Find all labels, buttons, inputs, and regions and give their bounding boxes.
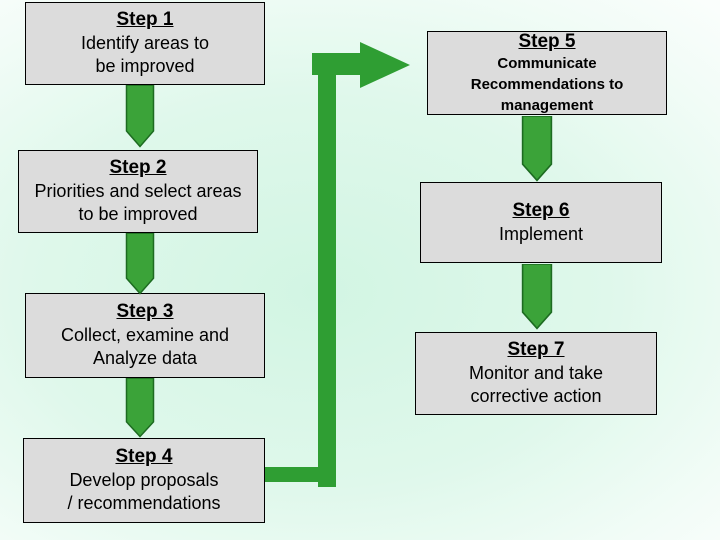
- down-arrow-icon: [521, 264, 553, 330]
- elbow-right-arrow-icon: [265, 42, 410, 487]
- step-7-title: Step 7: [507, 339, 565, 361]
- step-3-body: Collect, examine and Analyze data: [60, 324, 230, 369]
- down-arrow-icon: [125, 85, 155, 148]
- down-arrow-icon: [125, 233, 155, 295]
- step-2-body: Priorities and select areas to be improv…: [34, 180, 242, 225]
- down-arrow-icon: [125, 378, 155, 438]
- step-2-title: Step 2: [109, 157, 167, 179]
- step-4-title: Step 4: [115, 446, 173, 468]
- step-3-title: Step 3: [116, 301, 174, 323]
- step-7-body: Monitor and take corrective action: [468, 362, 604, 407]
- step-5-body: Communicate Recommendations to managemen…: [470, 55, 624, 115]
- step-6-box: Step 6 Implement: [420, 182, 662, 263]
- step-5-box: Step 5 Communicate Recommendations to ma…: [427, 31, 667, 115]
- down-arrow-icon: [521, 116, 553, 182]
- step-1-title: Step 1: [116, 9, 174, 31]
- step-6-title: Step 6: [512, 199, 570, 221]
- step-5-title: Step 5: [518, 30, 576, 52]
- step-1-box: Step 1 Identify areas to be improved: [25, 2, 265, 85]
- step-6-body: Implement: [498, 223, 584, 244]
- step-4-body: Develop proposals / recommendations: [67, 469, 221, 514]
- step-7-box: Step 7 Monitor and take corrective actio…: [415, 332, 657, 415]
- step-4-box: Step 4 Develop proposals / recommendatio…: [23, 438, 265, 523]
- step-2-box: Step 2 Priorities and select areas to be…: [18, 150, 258, 233]
- step-1-body: Identify areas to be improved: [80, 32, 210, 77]
- step-3-box: Step 3 Collect, examine and Analyze data: [25, 293, 265, 378]
